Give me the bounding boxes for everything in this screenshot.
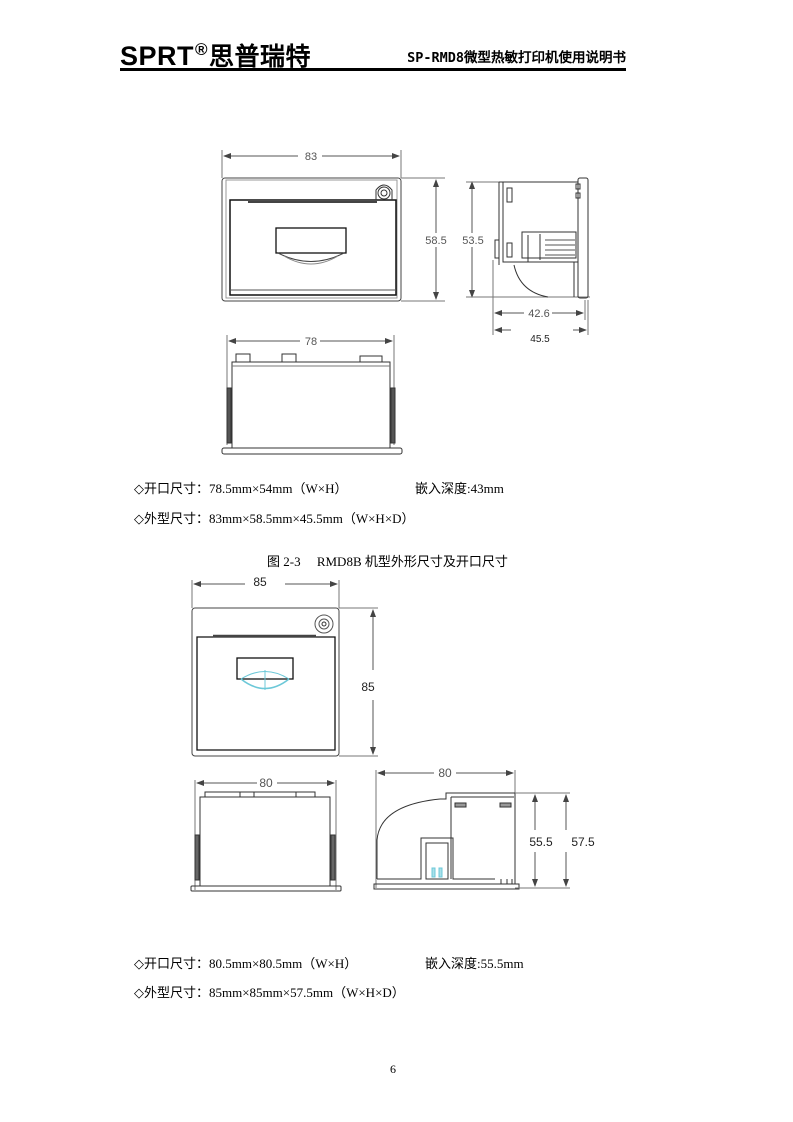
dim-side-height: 53.5: [462, 235, 483, 247]
page-header: SPRT®思普瑞特 SP-RMD8微型热敏打印机使用说明书: [120, 32, 626, 71]
rmd8b-top-view: [221, 335, 403, 455]
rmd8b-opening-spec: ◇开口尺寸：78.5mm×54mm（W×H）: [134, 481, 348, 496]
second-front-view: [191, 580, 378, 757]
dim-side-height-inner-2: 55.5: [529, 835, 553, 849]
dim-front-width-2: 85: [253, 575, 267, 589]
registered-mark: ®: [195, 40, 209, 59]
dim-front-height-2: 85: [361, 680, 375, 694]
second-embed-depth: 嵌入深度:55.5mm: [425, 956, 524, 971]
rmd8b-embed-depth: 嵌入深度:43mm: [415, 481, 504, 496]
dim-side-depth-inner: 42.6: [528, 308, 549, 320]
brand-logo: SPRT®思普瑞特: [120, 32, 311, 75]
dim-side-depth-total: 45.5: [530, 334, 550, 345]
rmd8b-front-view: [221, 150, 475, 302]
dim-side-width-2: 80: [438, 766, 452, 780]
document-title: SP-RMD8微型热敏打印机使用说明书: [407, 50, 626, 66]
brand-latin: SPRT: [120, 41, 195, 71]
second-outline-spec: ◇外型尺寸：85mm×85mm×57.5mm（W×H×D）: [134, 985, 405, 1000]
page-number: 6: [390, 1062, 396, 1076]
second-opening-spec: ◇开口尺寸：80.5mm×80.5mm（W×H）: [134, 956, 358, 971]
brand-chinese: 思普瑞特: [209, 43, 312, 71]
dim-top-width-2: 80: [259, 776, 273, 790]
second-side-view: [373, 770, 570, 890]
dim-side-height-total-2: 57.5: [571, 835, 595, 849]
dim-front-height: 58.5: [425, 235, 446, 247]
rmd8b-outline-spec: ◇外型尺寸：83mm×58.5mm×45.5mm（W×H×D）: [134, 511, 415, 526]
dim-top-width: 78: [305, 336, 317, 348]
figure-caption: 图 2-3 RMD8B 机型外形尺寸及开口尺寸: [267, 554, 508, 569]
dim-front-width: 83: [305, 151, 317, 163]
second-top-view: [190, 780, 342, 892]
